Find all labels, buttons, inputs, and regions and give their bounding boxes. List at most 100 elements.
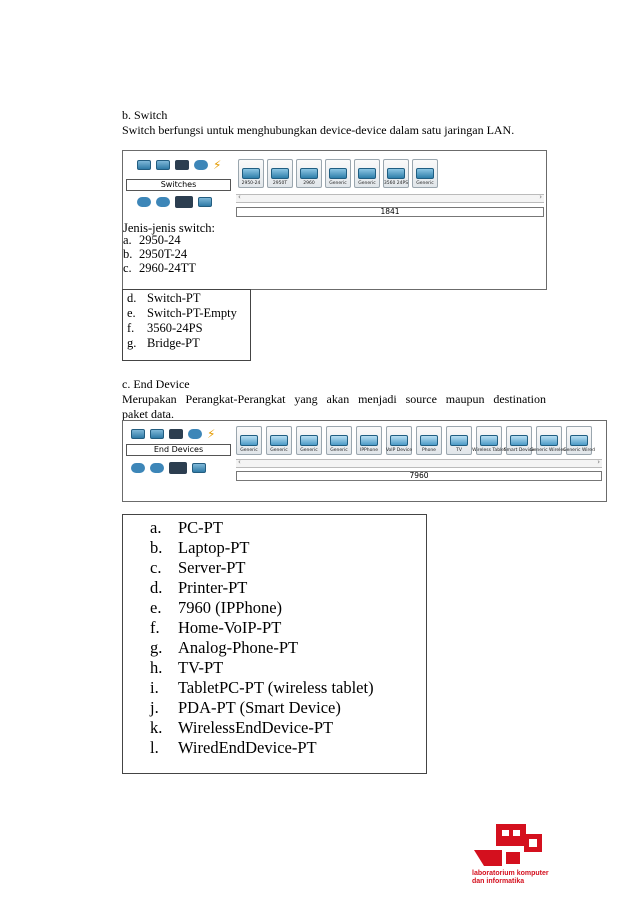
device-label: IPPhone xyxy=(360,448,378,453)
list-text: Server-PT xyxy=(178,558,246,577)
device-button[interactable]: Smart Device xyxy=(503,426,535,455)
hub-icon[interactable] xyxy=(175,160,189,170)
list-text: 2960-24TT xyxy=(139,261,196,275)
device-icon xyxy=(240,435,258,446)
list-item: e.7960 (IPPhone) xyxy=(150,598,282,618)
category-icons: ⚡ xyxy=(131,427,216,441)
list-item: d.Printer-PT xyxy=(150,578,247,598)
model-name: 1841 xyxy=(236,207,544,217)
device-label: TV xyxy=(456,448,462,453)
category-label: Switches xyxy=(126,179,231,191)
device-icon xyxy=(387,168,405,179)
list-item: l.WiredEndDevice-PT xyxy=(150,738,317,758)
multiuser-icon[interactable] xyxy=(169,462,187,474)
device-label: Generic Wired xyxy=(563,448,595,453)
list-text: Laptop-PT xyxy=(178,538,250,557)
device-label: 2950-24 xyxy=(241,181,261,186)
list-marker: g. xyxy=(150,638,163,657)
device-button[interactable]: VoIP Device xyxy=(386,426,412,455)
device-icon xyxy=(300,435,318,446)
connection-icon[interactable]: ⚡ xyxy=(213,158,222,172)
device-button[interactable]: Generic xyxy=(412,159,438,188)
switch-description: Switch berfungsi untuk menghubungkan dev… xyxy=(122,123,515,137)
list-marker: e. xyxy=(127,306,136,320)
cloud-icon[interactable] xyxy=(137,197,151,207)
device-button[interactable]: Generic xyxy=(236,426,262,455)
device-button[interactable]: IPPhone xyxy=(356,426,382,455)
device-button[interactable]: Generic xyxy=(296,426,322,455)
wan-icon[interactable] xyxy=(150,463,164,473)
list-item: d.Switch-PT xyxy=(127,291,200,306)
device-button[interactable]: TV xyxy=(446,426,472,455)
list-marker: b. xyxy=(123,247,133,261)
list-item: e. Switch-PT-Empty xyxy=(127,306,237,321)
cloud-icon[interactable] xyxy=(131,463,145,473)
wireless-icon[interactable] xyxy=(188,429,202,439)
device-button[interactable]: 2950-24 xyxy=(238,159,264,188)
subcategory-icons xyxy=(137,196,212,208)
list-item: f.3560-24PS xyxy=(127,321,203,336)
list-text: WirelessEndDevice-PT xyxy=(178,718,334,737)
device-icon xyxy=(270,435,288,446)
device-icon xyxy=(540,435,558,446)
custom-device-icon[interactable] xyxy=(198,197,212,207)
device-button[interactable]: 3560 24PS xyxy=(383,159,409,188)
switch-icon[interactable] xyxy=(150,429,164,439)
list-text: Bridge-PT xyxy=(147,336,200,350)
device-button[interactable]: Generic xyxy=(266,426,292,455)
device-label: VoIP Device xyxy=(385,448,413,453)
device-button[interactable]: Wireless Tablet xyxy=(472,426,506,455)
device-button[interactable]: Generic xyxy=(354,159,380,188)
device-label: Smart Device xyxy=(503,448,535,453)
list-item: g. Analog-Phone-PT xyxy=(150,638,298,658)
list-item: g.Bridge-PT xyxy=(127,336,200,351)
router-icon[interactable] xyxy=(137,160,151,170)
list-marker: b. xyxy=(150,538,163,557)
switch-icon[interactable] xyxy=(156,160,170,170)
list-marker: h. xyxy=(150,658,163,677)
end-device-description-1: Merupakan Perangkat-Perangkat yang akan … xyxy=(122,392,546,406)
device-button[interactable]: Phone xyxy=(416,426,442,455)
device-button[interactable]: Generic Wireless xyxy=(530,426,568,455)
device-button[interactable]: Generic Wired xyxy=(563,426,595,455)
list-marker: e. xyxy=(150,598,162,617)
device-label: Generic xyxy=(270,448,288,453)
device-scrollbar[interactable]: ‹› xyxy=(236,193,544,203)
device-icon xyxy=(271,168,289,179)
connection-icon[interactable]: ⚡ xyxy=(207,427,216,441)
device-button[interactable]: 2950T xyxy=(267,159,293,188)
device-button[interactable]: Generic xyxy=(326,426,352,455)
device-icon xyxy=(480,435,498,446)
multiuser-icon[interactable] xyxy=(175,196,193,208)
logo-mark-icon xyxy=(474,824,542,866)
list-item: b.2950T-24 xyxy=(123,247,187,261)
list-item: a.PC-PT xyxy=(150,518,223,538)
end-device-description-2: paket data. xyxy=(122,407,174,421)
device-label: Generic xyxy=(358,181,376,186)
list-text: Analog-Phone-PT xyxy=(178,638,299,657)
device-icon xyxy=(390,435,408,446)
list-marker: f. xyxy=(127,321,135,335)
wireless-icon[interactable] xyxy=(194,160,208,170)
list-text: TV-PT xyxy=(178,658,224,677)
device-button[interactable]: 2960 xyxy=(296,159,322,188)
list-item: a.2950-24 xyxy=(123,233,181,247)
list-text: WiredEndDevice-PT xyxy=(178,738,317,757)
list-marker: i. xyxy=(150,678,159,697)
device-button[interactable]: Generic xyxy=(325,159,351,188)
hub-icon[interactable] xyxy=(169,429,183,439)
device-icon xyxy=(510,435,528,446)
category-label: End Devices xyxy=(126,444,231,456)
list-text: Switch-PT-Empty xyxy=(147,306,237,320)
device-label: Generic xyxy=(240,448,258,453)
custom-device-icon[interactable] xyxy=(192,463,206,473)
wan-icon[interactable] xyxy=(156,197,170,207)
device-scrollbar[interactable]: ‹› xyxy=(236,458,602,468)
router-icon[interactable] xyxy=(131,429,145,439)
device-icon xyxy=(300,168,318,179)
device-label: Phone xyxy=(422,448,436,453)
